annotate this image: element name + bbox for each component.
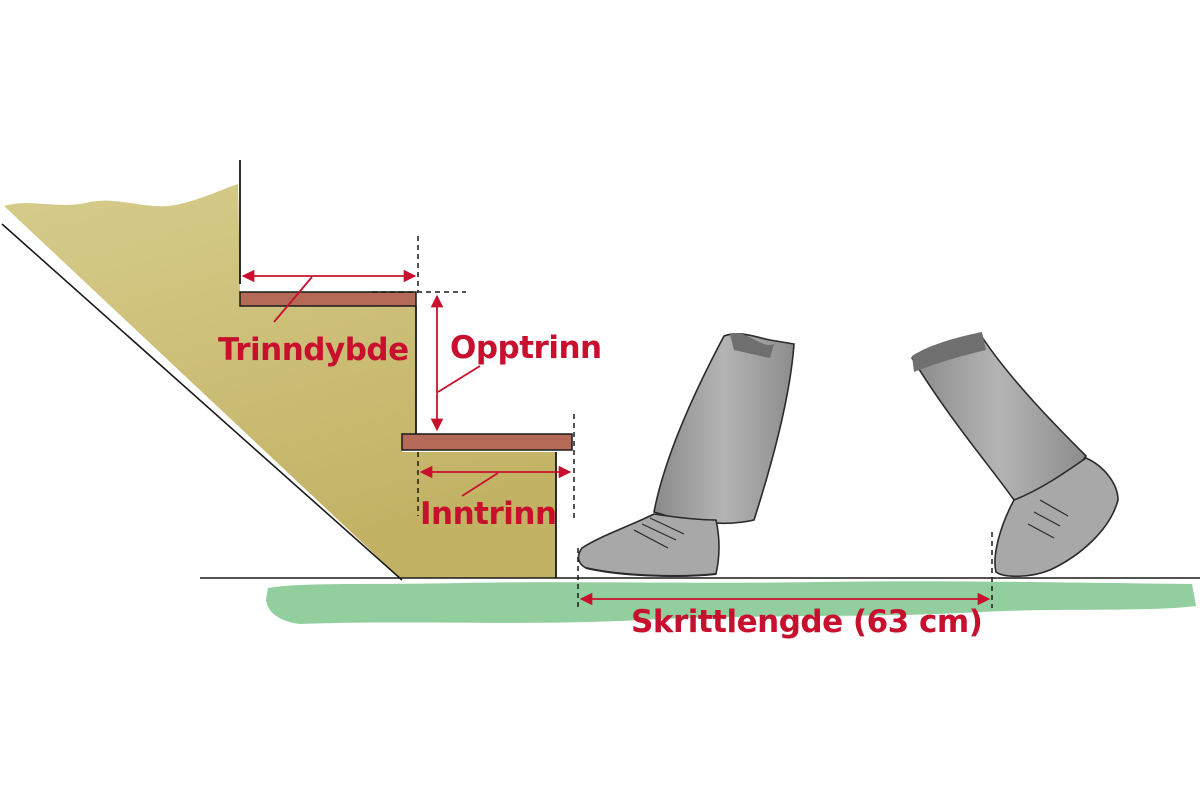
shoe-icon: [577, 513, 720, 577]
rise-leader: [437, 365, 481, 393]
tread-depth-leader: [273, 276, 313, 323]
upper-tread: [239, 291, 417, 307]
going-leader: [461, 472, 499, 497]
rise-label: Opptrinn: [450, 330, 602, 366]
front-trouser: [653, 333, 795, 525]
stride-label: Skrittlengde (63 cm): [631, 604, 982, 640]
dimension-arrows: [241, 269, 991, 606]
stair-diagonal-edge: [1, 223, 403, 581]
lower-tread: [401, 433, 573, 451]
going-label: Inntrinn: [420, 496, 557, 532]
tread-depth-label: Trinndybde: [218, 332, 409, 368]
walking-legs-icon: [577, 332, 1119, 578]
back-shoe-icon: [994, 457, 1119, 578]
